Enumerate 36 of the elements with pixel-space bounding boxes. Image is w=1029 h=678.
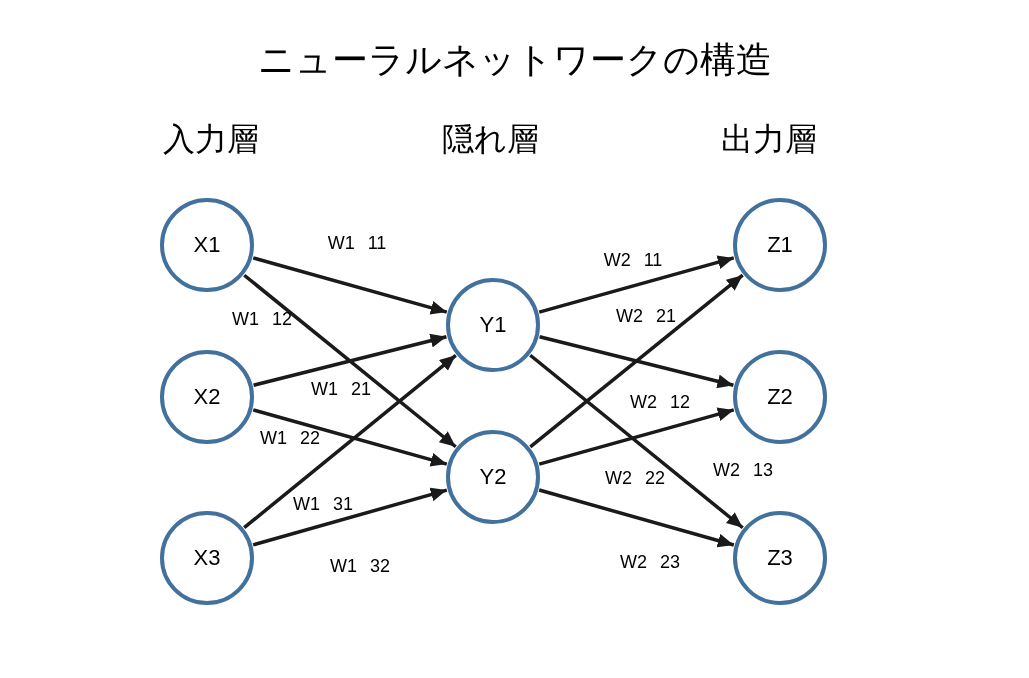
edge-label: W2 22 <box>605 467 665 489</box>
arrow <box>538 488 735 548</box>
neuron-circle: X2 <box>160 350 254 444</box>
edge-label: W2 23 <box>620 551 680 573</box>
edge-label: W1 21 <box>311 378 371 400</box>
arrow <box>252 487 448 547</box>
neuron-circle: Y1 <box>446 278 540 372</box>
title: ニューラルネットワークの構造 <box>256 38 773 82</box>
edge-label: W2 11 <box>603 249 663 271</box>
arrow <box>539 335 734 389</box>
layer-heading: 入力層 <box>163 120 259 159</box>
arrow <box>538 407 735 466</box>
neuron-circle: Z2 <box>733 350 827 444</box>
layer-heading: 隠れ層 <box>441 120 539 159</box>
neuron-circle: Z1 <box>733 198 827 292</box>
arrow <box>538 255 735 314</box>
arrow <box>253 333 447 387</box>
neuron-circle: X3 <box>160 511 254 605</box>
edge-label: W1 12 <box>232 308 292 330</box>
edge-label: W1 22 <box>260 427 320 449</box>
neuron-circle: Y2 <box>446 430 540 524</box>
arrow <box>252 408 448 467</box>
edge-label: W1 31 <box>293 493 353 515</box>
neuron-circle: X1 <box>160 198 254 292</box>
arrow <box>529 273 744 449</box>
neuron-circle: Z3 <box>733 511 827 605</box>
arrow <box>252 256 448 315</box>
edge-label: W2 21 <box>616 305 676 327</box>
arrow <box>243 353 457 530</box>
arrow <box>529 353 744 530</box>
layer-heading: 出力層 <box>721 120 817 159</box>
arrow <box>243 273 457 449</box>
edge-label: W1 11 <box>327 232 387 254</box>
edge-label: W2 13 <box>713 459 773 481</box>
edge-label: W1 32 <box>330 555 390 577</box>
edge-label: W2 12 <box>630 391 690 413</box>
